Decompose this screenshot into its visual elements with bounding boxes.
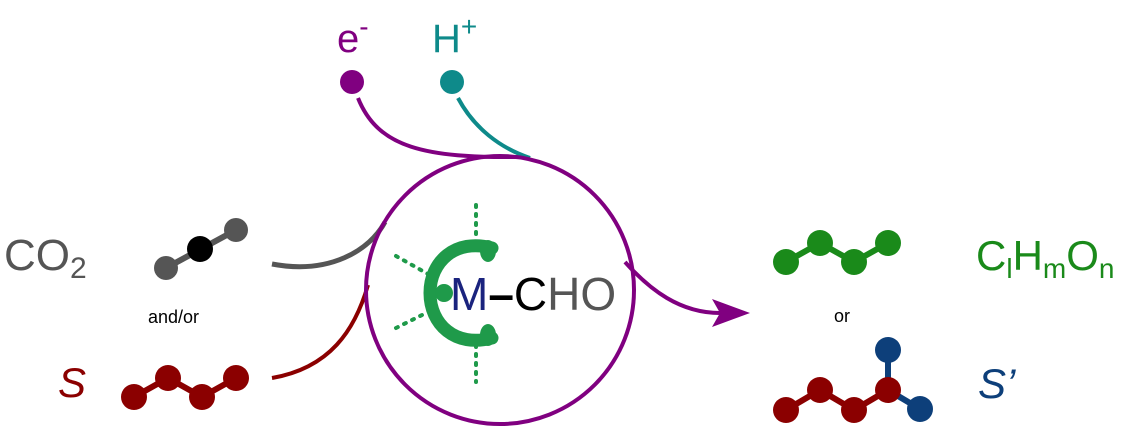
substrate-prime-label: S’ <box>978 360 1016 407</box>
proton-dot <box>440 70 464 94</box>
substrate-label: S <box>58 359 86 406</box>
catalyst-label: M–CHO <box>450 268 616 320</box>
substrate-prime-molecule-icon <box>773 337 933 423</box>
substrate-arrow <box>271 284 370 380</box>
product-formula: ClHmOn <box>976 232 1115 284</box>
or-label: or <box>834 306 850 326</box>
co2-label: CO2 <box>4 231 87 285</box>
product-arrowhead-icon <box>712 299 750 327</box>
electron-arrow <box>356 97 521 160</box>
proton-arrow <box>456 97 531 160</box>
electron-dot <box>340 70 364 94</box>
proton-label: H+ <box>432 11 477 61</box>
and-or-label: and/or <box>148 307 199 327</box>
substrate-molecule-icon <box>121 365 249 410</box>
product-arrow <box>623 260 721 315</box>
catalyst-site-icon <box>394 203 499 384</box>
electron-label: e- <box>337 11 369 61</box>
catalytic-cycle-circle <box>364 154 636 426</box>
product-chain-icon <box>773 230 901 275</box>
co2-molecule-icon <box>154 218 248 280</box>
